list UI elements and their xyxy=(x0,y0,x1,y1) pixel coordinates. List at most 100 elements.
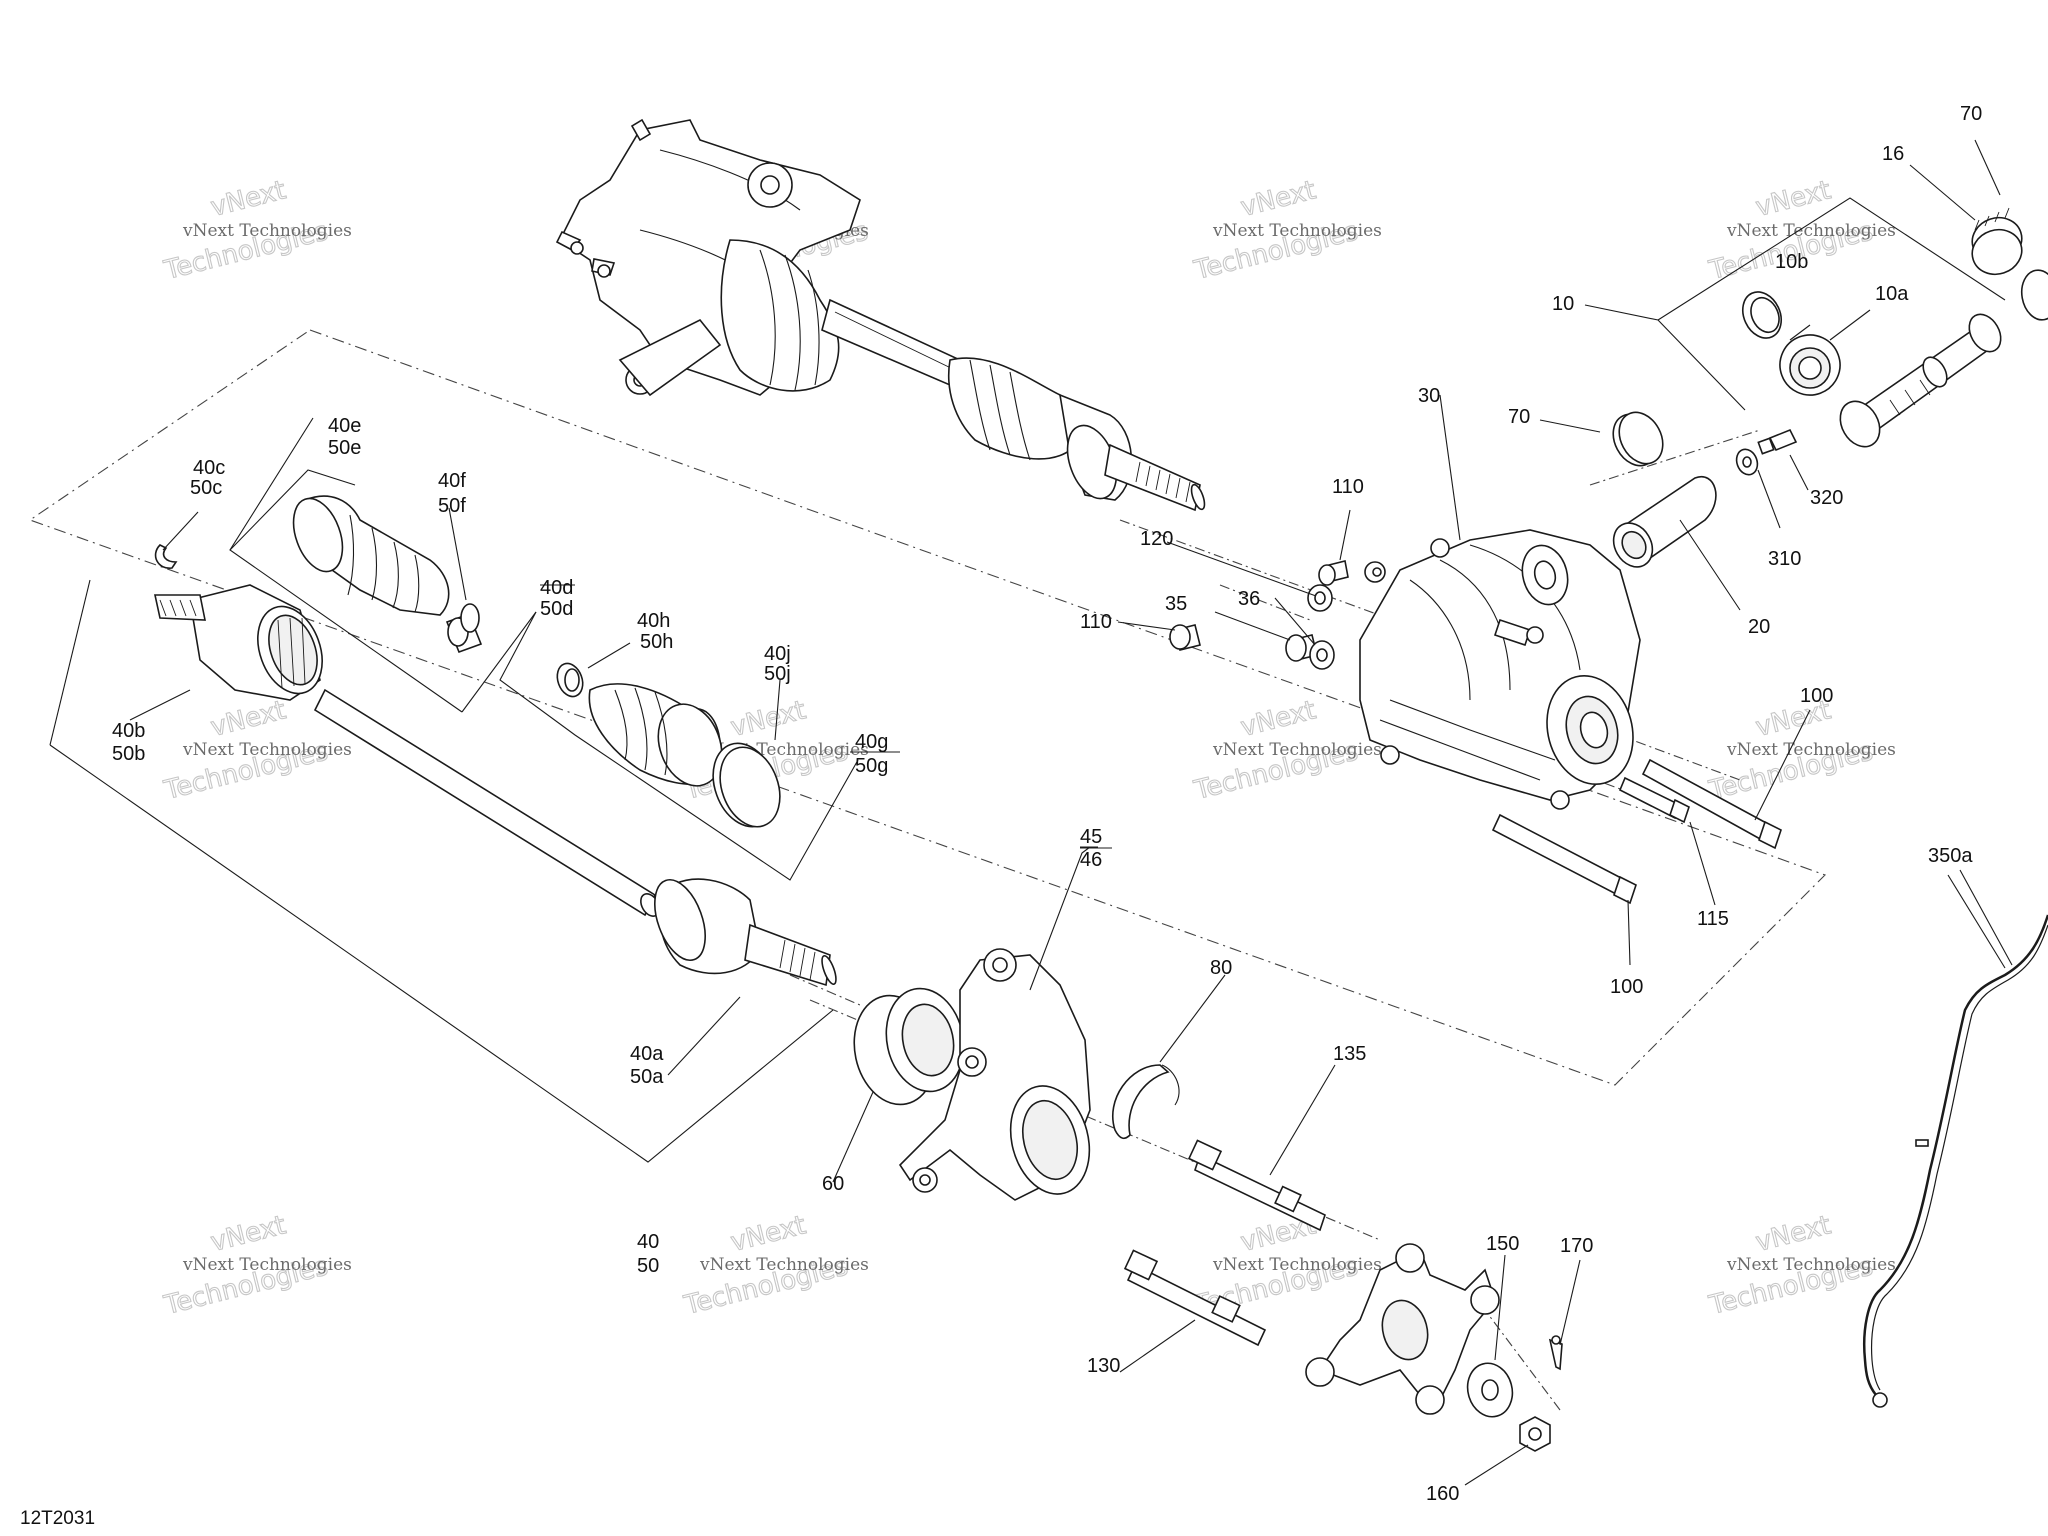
callout-150: 150 xyxy=(1486,1233,1519,1255)
callout-50h: 50h xyxy=(640,631,673,653)
callout-310: 310 xyxy=(1768,548,1801,570)
cv-boot-outer-assembled xyxy=(720,239,840,392)
callout-40: 40 xyxy=(637,1231,659,1253)
callout-70-top: 70 xyxy=(1960,103,1982,125)
actuator-plug xyxy=(1493,618,1532,647)
diagram-code: 12T2031 xyxy=(20,1508,95,1529)
callout-labels: 70 16 10 10b 10a 70 30 320 310 20 110 12… xyxy=(112,103,1982,1505)
watermark-text: vNext Technologies xyxy=(1212,221,1382,241)
callout-36: 36 xyxy=(1238,588,1260,610)
callout-50c: 50c xyxy=(190,477,222,499)
callout-50d: 50d xyxy=(540,598,573,620)
callout-70-mid: 70 xyxy=(1508,406,1530,428)
callout-16: 16 xyxy=(1882,143,1904,165)
callout-110-top: 110 xyxy=(1332,476,1364,498)
callout-50b: 50b xyxy=(112,743,145,765)
circlip-40c xyxy=(154,544,178,569)
callout-170: 170 xyxy=(1560,1235,1593,1257)
axis-line xyxy=(1219,584,1311,621)
callout-130: 130 xyxy=(1087,1355,1120,1377)
brake-line-fitting xyxy=(1872,1392,1888,1408)
mount-boss xyxy=(1550,790,1570,810)
callout-40g: 40g xyxy=(855,731,888,753)
assembled-axle-top xyxy=(555,118,1206,512)
mount-boss xyxy=(1430,538,1450,558)
watermark-text: vNext Technologies xyxy=(1726,1255,1896,1275)
callout-40j: 40j xyxy=(764,643,791,665)
callout-45: 45 xyxy=(1080,826,1102,848)
brake-line-clip xyxy=(1915,1139,1929,1147)
callout-350a: 350a xyxy=(1928,845,1973,867)
callout-40h: 40h xyxy=(637,610,670,632)
svg-text:vNext: vNext xyxy=(728,1210,809,1257)
callout-40b: 40b xyxy=(112,720,145,742)
axis-line xyxy=(1589,429,1761,486)
clamp-70-top xyxy=(2020,269,2048,321)
callout-40d: 40d xyxy=(540,577,573,599)
mount-boss xyxy=(1380,745,1400,765)
callout-50a: 50a xyxy=(630,1066,664,1088)
watermark-text: vNext Technologies xyxy=(182,221,352,241)
callout-320: 320 xyxy=(1810,487,1843,509)
splined-stub-assembled xyxy=(1104,443,1201,512)
svg-text:vNext: vNext xyxy=(1753,1210,1834,1257)
callout-50: 50 xyxy=(637,1255,659,1277)
callout-40f: 40f xyxy=(438,470,466,492)
watermark-text: vNext Technologies xyxy=(1726,221,1896,241)
svg-text:vNext: vNext xyxy=(208,175,289,222)
callout-115: 115 xyxy=(1697,908,1729,930)
bolt-100-bottom xyxy=(1491,813,1627,897)
watermark-text: vNext Technologies xyxy=(182,740,352,760)
callout-46: 46 xyxy=(1080,849,1102,871)
driveshaft-kit-outline xyxy=(28,329,1827,1086)
axis-line xyxy=(1119,519,1421,631)
callout-40a: 40a xyxy=(630,1043,664,1065)
watermark-text: vNext Technologies xyxy=(1726,740,1896,760)
callout-50f: 50f xyxy=(438,495,466,517)
callout-100-right: 100 xyxy=(1800,685,1833,707)
callout-10b: 10b xyxy=(1775,251,1808,273)
callout-40c: 40c xyxy=(193,457,225,479)
callout-40e: 40e xyxy=(328,415,361,437)
half-shaft-bar xyxy=(313,688,657,917)
differential-hardware xyxy=(1169,560,1782,905)
assembly-outlines xyxy=(28,329,1827,1411)
watermark-text: vNext Technologies xyxy=(699,1255,869,1275)
callout-60: 60 xyxy=(822,1173,844,1195)
callout-135: 135 xyxy=(1333,1043,1366,1065)
callout-120: 120 xyxy=(1140,528,1173,550)
bolt-320 xyxy=(1768,428,1798,452)
svg-text:vNext: vNext xyxy=(1238,175,1319,222)
callout-160: 160 xyxy=(1426,1483,1459,1505)
pinion-shaft-group xyxy=(1612,207,2048,568)
callout-50g: 50g xyxy=(855,755,888,777)
svg-text:vNext: vNext xyxy=(208,1210,289,1257)
axis-line xyxy=(789,974,861,1006)
callout-30: 30 xyxy=(1418,385,1440,407)
knuckle-group xyxy=(853,948,1180,1201)
callout-110-left: 110 xyxy=(1080,611,1112,633)
cv-boot-inner-assembled xyxy=(947,357,1081,460)
watermark-text: vNext Technologies xyxy=(182,1255,352,1275)
callout-10: 10 xyxy=(1552,293,1574,315)
callout-20: 20 xyxy=(1748,616,1770,638)
callout-100-bottom: 100 xyxy=(1610,976,1643,998)
clamp-40f xyxy=(460,603,480,633)
callout-10a: 10a xyxy=(1875,283,1909,305)
hub-group xyxy=(1123,1139,1563,1452)
svg-text:vNext: vNext xyxy=(728,695,809,742)
watermark-text: vNext Technologies xyxy=(1212,1255,1382,1275)
leader-lines xyxy=(49,139,2013,1486)
callout-50j: 50j xyxy=(764,663,791,685)
svg-text:vNext: vNext xyxy=(208,695,289,742)
differential-assembly xyxy=(1359,529,1641,810)
brake-line-350a xyxy=(1863,914,2048,1408)
callout-50e: 50e xyxy=(328,437,361,459)
half-shaft-assembled xyxy=(821,298,962,387)
watermark-text: vNext Technologies xyxy=(1212,740,1382,760)
circlip-80 xyxy=(1112,1064,1170,1140)
callout-80: 80 xyxy=(1210,957,1232,979)
svg-text:vNext: vNext xyxy=(1238,695,1319,742)
driveshaft-kit xyxy=(154,495,837,987)
